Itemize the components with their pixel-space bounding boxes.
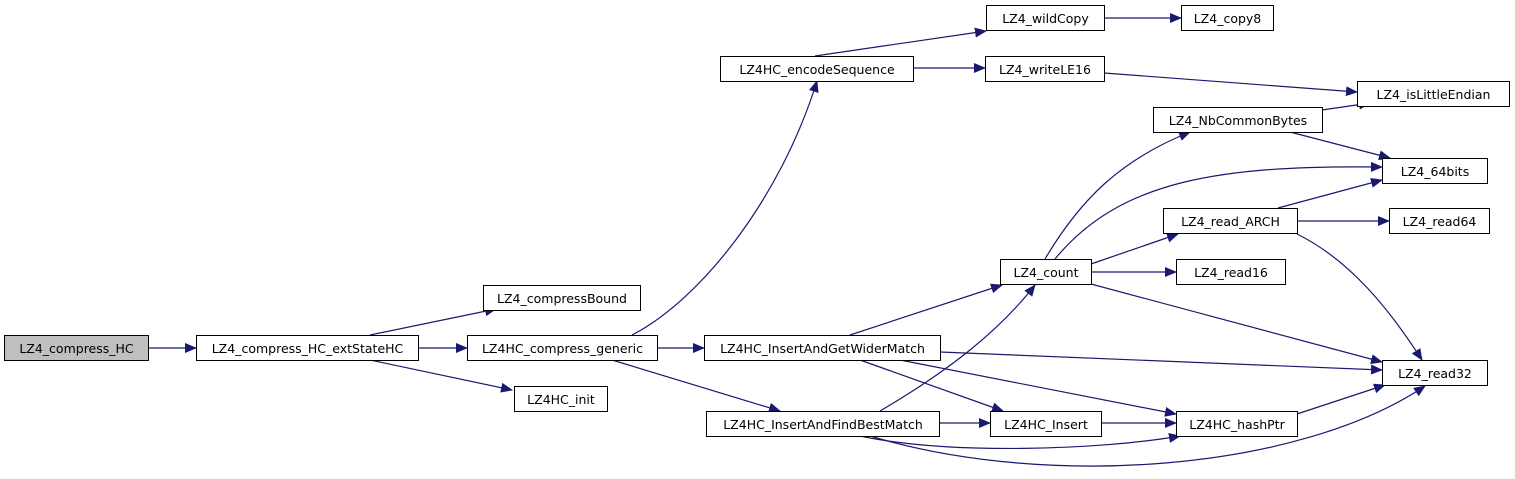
node-lz4-64bits[interactable]: LZ4_64bits [1382, 158, 1488, 184]
edge [1054, 161, 1383, 260]
edge [859, 432, 1181, 450]
node-lz4hc-encodesequence[interactable]: LZ4HC_encodeSequence [720, 56, 914, 82]
edge [1277, 178, 1383, 209]
node-lz4-read16[interactable]: LZ4_read16 [1176, 259, 1286, 285]
node-lz4hc-insertandfindbestmatch[interactable]: LZ4HC_InsertAndFindBestMatch [706, 411, 940, 437]
node-lz4hc-insert[interactable]: LZ4HC_Insert [990, 411, 1102, 437]
edge [1090, 283, 1383, 364]
edge [369, 306, 497, 336]
node-lz4-writele16[interactable]: LZ4_writeLE16 [985, 56, 1105, 82]
node-lz4-count[interactable]: LZ4_count [1000, 259, 1092, 285]
edge [869, 385, 1426, 467]
node-lz4hc-hashptr[interactable]: LZ4HC_hashPtr [1176, 411, 1298, 437]
edge [814, 27, 987, 57]
node-lz4-compress-hc[interactable]: LZ4_compress_HC [4, 335, 149, 361]
node-lz4-compressbound[interactable]: LZ4_compressBound [483, 285, 641, 311]
edge [859, 359, 1004, 413]
node-lz4hc-insertandgetwidermatch[interactable]: LZ4HC_InsertAndGetWiderMatch [704, 335, 941, 361]
node-lz4-read-arch[interactable]: LZ4_read_ARCH [1163, 208, 1298, 234]
edge [611, 359, 781, 413]
node-lz4-wildcopy[interactable]: LZ4_wildCopy [986, 5, 1105, 31]
edge [1296, 233, 1423, 361]
edge [939, 351, 1383, 375]
node-lz4-copy8[interactable]: LZ4_copy8 [1181, 5, 1274, 31]
edge [849, 283, 1003, 336]
edge [899, 359, 1177, 417]
edge [1090, 232, 1179, 265]
edge [369, 359, 513, 393]
edge [1103, 72, 1358, 97]
node-lz4hc-compress-generic[interactable]: LZ4HC_compress_generic [467, 335, 658, 361]
node-lz4-compress-hc-extstatehc[interactable]: LZ4_compress_HC_extStateHC [196, 335, 419, 361]
edge [1044, 131, 1191, 260]
edge [631, 80, 819, 336]
node-lz4hc-init[interactable]: LZ4HC_init [514, 386, 608, 412]
node-lz4-read64[interactable]: LZ4_read64 [1389, 208, 1490, 234]
edge [1289, 131, 1391, 161]
node-lz4-islittleendian[interactable]: LZ4_isLittleEndian [1357, 81, 1510, 107]
node-lz4-nbcommonbytes[interactable]: LZ4_NbCommonBytes [1153, 107, 1323, 133]
edge [879, 284, 1036, 412]
edge [1296, 383, 1386, 415]
node-lz4-read32[interactable]: LZ4_read32 [1382, 360, 1488, 386]
